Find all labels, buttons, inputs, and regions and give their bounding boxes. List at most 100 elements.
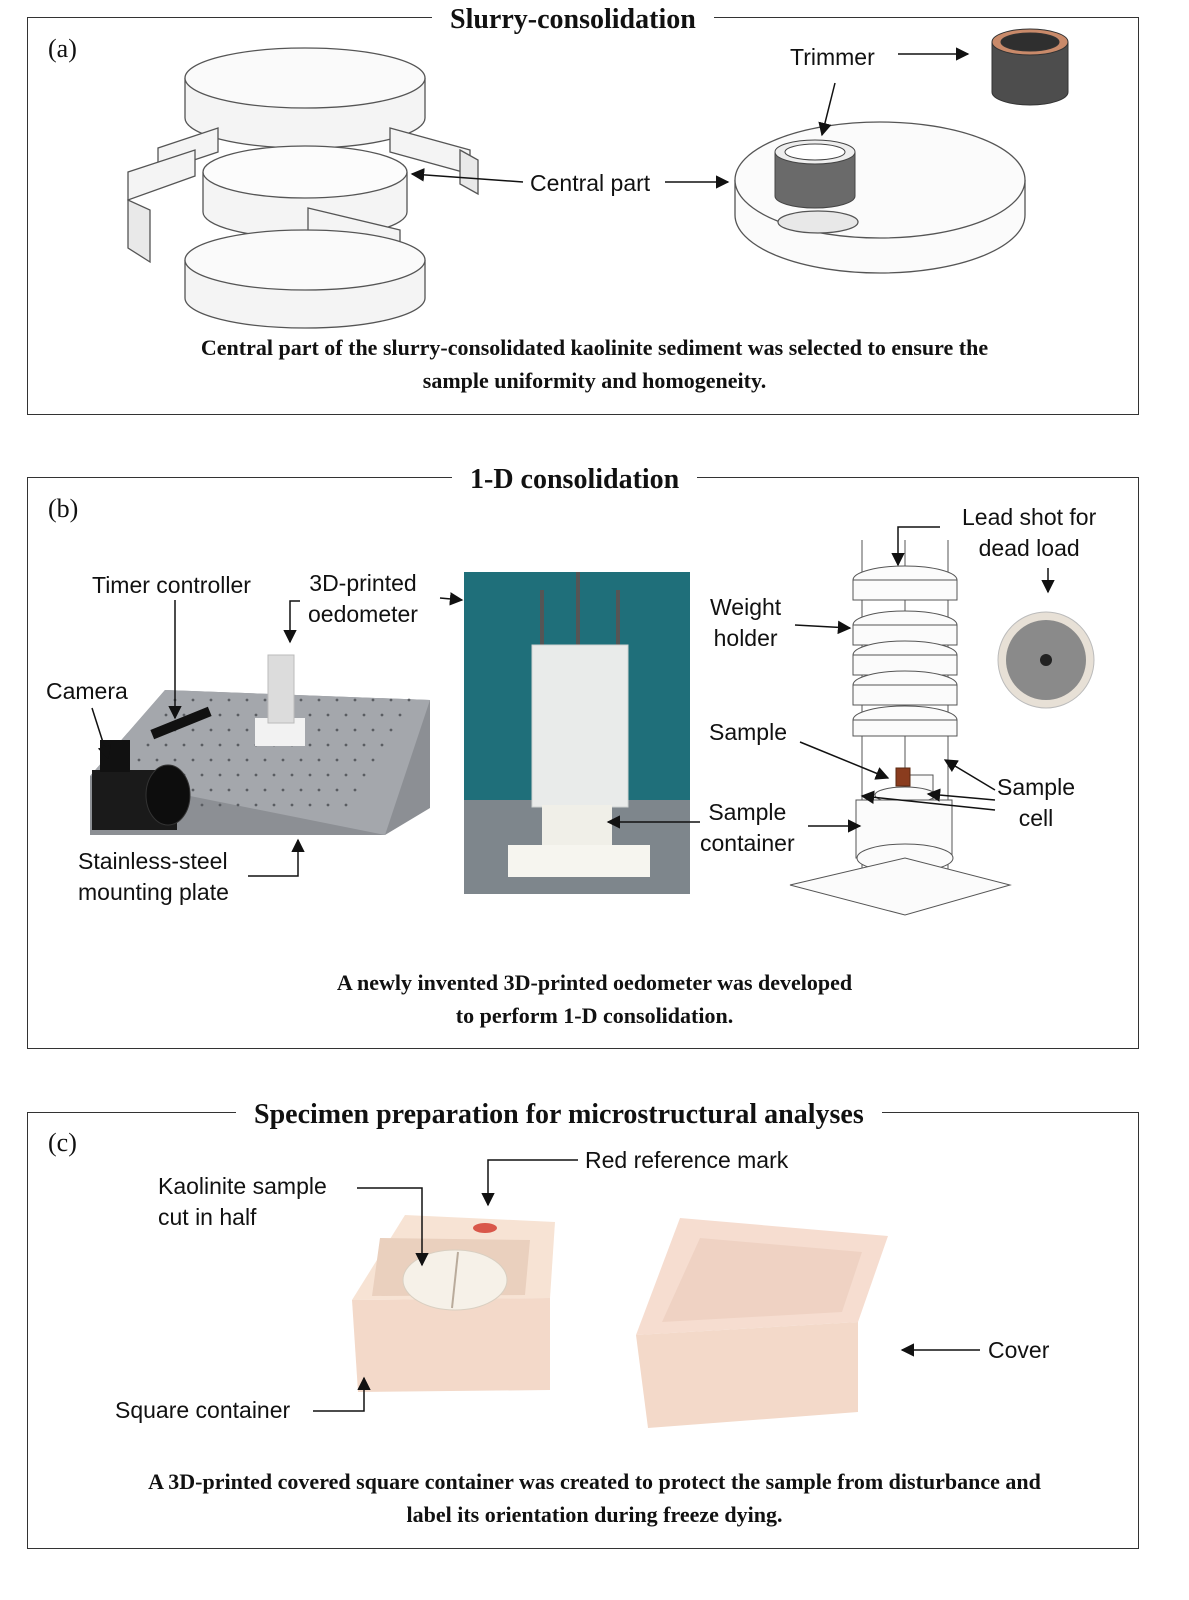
panel-b-title: 1-D consolidation <box>452 463 698 497</box>
plate-hole <box>164 743 168 747</box>
plate-hole <box>299 788 303 792</box>
label-trimmer: Trimmer <box>790 44 875 70</box>
plate-hole <box>344 773 348 777</box>
plate-hole <box>272 773 276 777</box>
plate-hole <box>191 728 195 732</box>
label-camera: Camera <box>46 678 128 704</box>
panel-b-caption: A newly invented 3D-printed oedometer wa… <box>336 970 853 1028</box>
plate-hole <box>227 758 231 762</box>
plate-hole <box>137 758 141 762</box>
plate-hole <box>308 773 312 777</box>
plate-hole <box>236 803 240 807</box>
plate-hole <box>245 758 249 762</box>
plate-hole <box>344 713 348 717</box>
oedometer-drawing <box>789 540 1012 916</box>
plate-hole <box>218 743 222 747</box>
plate-hole <box>155 758 159 762</box>
label-sample: Sample <box>709 719 787 745</box>
label-square-container: Square container <box>115 1397 291 1423</box>
plate-hole <box>191 758 195 762</box>
plate-hole <box>191 788 195 792</box>
plate-hole <box>353 788 357 792</box>
plate-hole <box>263 698 267 702</box>
plate-hole <box>317 788 321 792</box>
plate-hole <box>317 728 321 732</box>
label-central-part: Central part <box>530 170 651 196</box>
plate-hole <box>335 698 339 702</box>
plate-hole <box>335 758 339 762</box>
label-timer-controller: Timer controller <box>92 572 251 598</box>
trimmer-in-disk <box>774 139 856 209</box>
plate-hole <box>209 758 213 762</box>
plate-hole <box>407 698 411 702</box>
square-container-photo <box>352 1215 555 1392</box>
plate-hole <box>164 713 168 717</box>
plate-hole <box>200 743 204 747</box>
plate-hole <box>218 773 222 777</box>
plate-hole <box>290 773 294 777</box>
plate-hole <box>353 698 357 702</box>
plate-hole <box>317 698 321 702</box>
plate-hole <box>227 788 231 792</box>
panel-a-caption: Central part of the slurry-consolidated … <box>200 335 989 393</box>
label-kaolinite: Kaolinite sample cut in half <box>158 1173 327 1230</box>
plate-hole <box>200 773 204 777</box>
plate-hole <box>236 743 240 747</box>
label-sample-container: Sample container <box>700 799 795 856</box>
label-weight-holder: Weight holder <box>710 594 782 651</box>
trimmer-photo <box>991 28 1069 106</box>
panel-c-title: Specimen preparation for microstructural… <box>236 1098 882 1132</box>
plate-hole <box>299 758 303 762</box>
plate-hole <box>272 803 276 807</box>
exploded-disks <box>127 47 479 329</box>
plate-hole <box>263 758 267 762</box>
label-red-mark: Red reference mark <box>585 1147 789 1173</box>
plate-hole <box>389 698 393 702</box>
plate-hole <box>218 713 222 717</box>
plate-hole <box>182 743 186 747</box>
plate-hole <box>254 773 258 777</box>
plate-hole <box>209 788 213 792</box>
label-sample-cell: Sample cell <box>997 774 1075 831</box>
label-oedometer: 3D-printed oedometer <box>308 570 418 627</box>
label-cover: Cover <box>988 1337 1050 1363</box>
plate-hole <box>227 728 231 732</box>
plate-hole <box>182 713 186 717</box>
plate-hole <box>209 698 213 702</box>
panel-a-title: Slurry-consolidation <box>432 3 714 37</box>
plate-hole <box>317 758 321 762</box>
plate-hole <box>362 713 366 717</box>
plate-hole <box>326 713 330 717</box>
plate-hole <box>200 803 204 807</box>
plate-hole <box>371 758 375 762</box>
plate-hole <box>362 773 366 777</box>
label-lead-shot: Lead shot for dead load <box>962 504 1097 561</box>
plate-hole <box>398 713 402 717</box>
plate-hole <box>308 743 312 747</box>
plate-hole <box>353 728 357 732</box>
plate-hole <box>371 698 375 702</box>
plate-hole <box>299 698 303 702</box>
plate-hole <box>335 788 339 792</box>
plate-hole <box>308 803 312 807</box>
plate-hole <box>362 743 366 747</box>
panel-c-label: (c) <box>48 1128 77 1157</box>
plate-hole <box>281 788 285 792</box>
plate-hole <box>308 713 312 717</box>
plate-hole <box>245 698 249 702</box>
plate-hole <box>227 698 231 702</box>
plate-hole <box>263 788 267 792</box>
mounting-plate-photo <box>90 654 430 835</box>
plate-hole <box>344 803 348 807</box>
plate-hole <box>218 803 222 807</box>
plate-hole <box>371 728 375 732</box>
panel-c-caption: A 3D-printed covered square container wa… <box>148 1469 1041 1527</box>
panel-a-label: (a) <box>48 34 77 63</box>
plate-hole <box>236 713 240 717</box>
plate-hole <box>146 743 150 747</box>
plate-hole <box>353 758 357 762</box>
plate-hole <box>389 728 393 732</box>
panel-b-label: (b) <box>48 494 79 523</box>
